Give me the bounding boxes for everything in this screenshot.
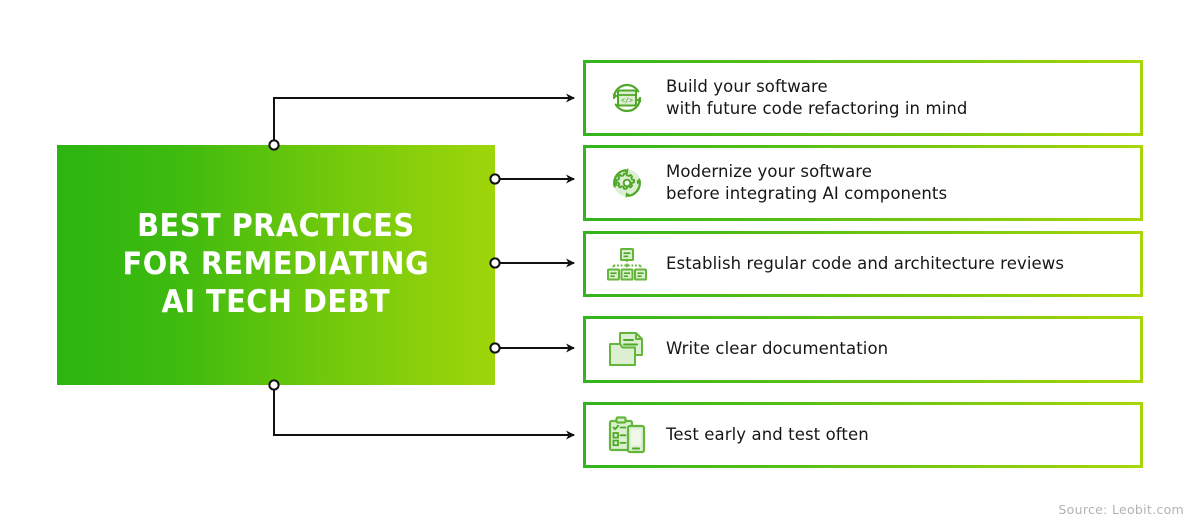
hierarchy-diagram-icon [604, 241, 650, 287]
connector-5 [268, 379, 575, 440]
hero-panel: BEST PRACTICES FOR REMEDIATING AI TECH D… [57, 145, 495, 385]
code-refresh-icon: </> [604, 75, 650, 121]
clipboard-checklist-icon [604, 412, 650, 458]
gear-refresh-icon [604, 160, 650, 206]
practice-item-1-label: Build your software with future code ref… [666, 76, 968, 118]
practice-item-5-label: Test early and test often [666, 424, 869, 444]
practice-item-2-label: Modernize your software before integrati… [666, 161, 948, 203]
connector-2 [489, 173, 575, 185]
practice-item-4-label: Write clear documentation [666, 339, 889, 359]
connector-3 [489, 257, 575, 269]
practice-item-4[interactable]: Write clear documentation [583, 316, 1143, 383]
page-title: BEST PRACTICES FOR REMEDIATING AI TECH D… [122, 208, 430, 320]
svg-text:</>: </> [621, 96, 633, 104]
practice-item-3[interactable]: Establish regular code and architecture … [583, 231, 1143, 297]
connector-4 [489, 342, 575, 354]
folder-document-icon [604, 327, 650, 373]
practice-item-3-label: Establish regular code and architecture … [666, 253, 1065, 273]
practice-item-1[interactable]: </> Build your software with future code… [583, 60, 1143, 136]
connector-1 [268, 93, 575, 151]
source-credit: Source: Leobit.com [1058, 502, 1184, 517]
practice-item-5[interactable]: Test early and test often [583, 402, 1143, 468]
practice-item-2[interactable]: Modernize your software before integrati… [583, 145, 1143, 221]
